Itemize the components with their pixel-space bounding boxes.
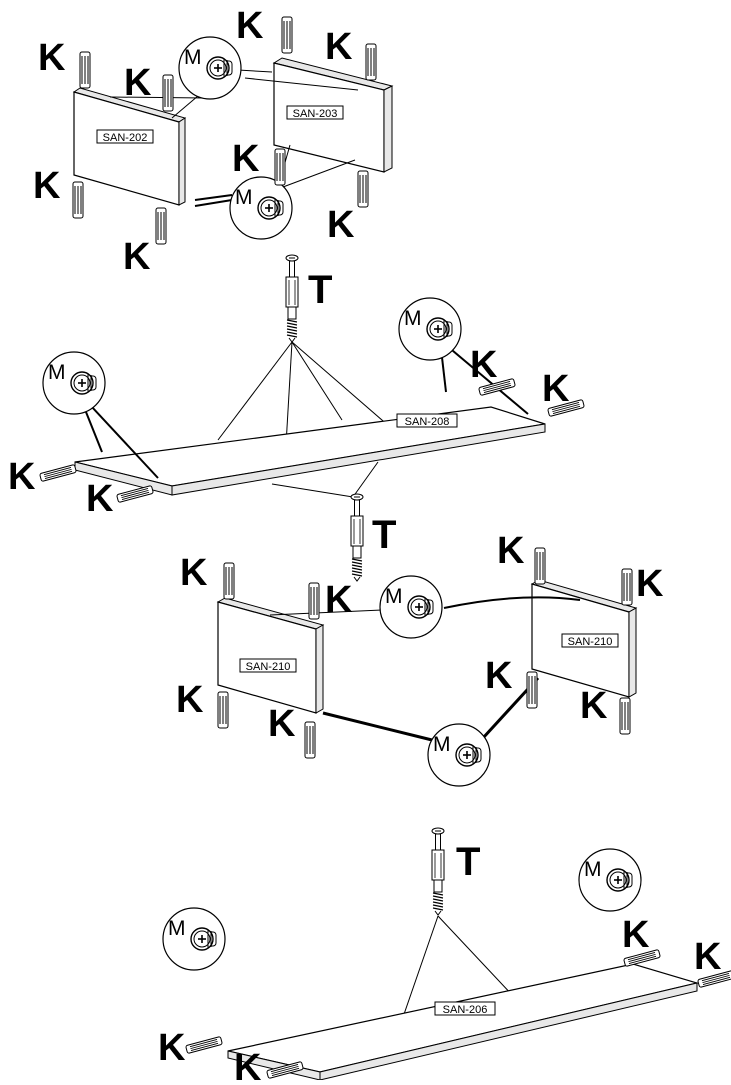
- svg-text:M: M: [584, 858, 602, 881]
- dowel-label: K: [124, 62, 152, 104]
- dowel-label: K: [542, 368, 570, 410]
- dowel-label: K: [622, 914, 650, 956]
- dowel-label: K: [268, 703, 296, 745]
- dowel-icon: [274, 148, 286, 186]
- dowel-icon: [304, 721, 316, 759]
- bolt-label: T: [372, 513, 396, 557]
- panel-san-206: SAN-206: [227, 963, 700, 1081]
- dowel-label: K: [325, 579, 353, 621]
- cam-lock-icon: M: [42, 351, 106, 415]
- dowel-label: K: [636, 563, 664, 605]
- cam-lock-icon: M: [427, 723, 491, 787]
- dowel-label: K: [38, 37, 66, 79]
- dowel-icon: [365, 43, 377, 81]
- cam-bolt-icon: [350, 493, 364, 582]
- dowel-label: K: [8, 456, 36, 498]
- dowel-label: K: [327, 204, 355, 246]
- dowel-label: K: [123, 236, 151, 278]
- dowel-label: K: [470, 344, 498, 386]
- dowel-icon: [79, 51, 91, 89]
- dowel-icon: [116, 484, 154, 504]
- dowel-icon: [155, 207, 167, 245]
- svg-text:M: M: [168, 917, 186, 940]
- dowel-label: K: [234, 1047, 262, 1080]
- dowel-icon: [281, 16, 293, 54]
- dowel-label: K: [485, 655, 513, 697]
- panel-san-202: SAN-202: [72, 87, 187, 206]
- svg-text:M: M: [385, 585, 403, 608]
- panel-label-san-208: SAN-208: [405, 416, 450, 428]
- dowel-label: K: [158, 1027, 186, 1069]
- cam-lock-icon: M: [379, 575, 443, 639]
- dowel-icon: [217, 691, 229, 729]
- dowel-icon: [619, 697, 631, 735]
- dowel-icon: [357, 170, 369, 208]
- cam-lock-icon: M: [162, 907, 226, 971]
- panel-label-san-210: SAN-210: [246, 661, 291, 673]
- panel-label-san-203: SAN-203: [293, 108, 338, 120]
- svg-text:M: M: [235, 186, 253, 209]
- dowel-icon: [621, 568, 633, 606]
- dowel-label: K: [180, 552, 208, 594]
- svg-text:M: M: [184, 46, 202, 69]
- cam-lock-icon: M: [578, 848, 642, 912]
- bolt-label: T: [308, 268, 332, 312]
- dowel-label: K: [33, 165, 61, 207]
- svg-text:M: M: [433, 733, 451, 756]
- panel-san-210-right: SAN-210: [530, 579, 638, 698]
- dowel-label: K: [232, 138, 260, 180]
- dowel-label: K: [86, 478, 114, 520]
- dowel-label: K: [497, 530, 525, 572]
- dowel-icon: [72, 181, 84, 219]
- dowel-label: K: [694, 936, 722, 978]
- panel-san-210-left: SAN-210: [216, 597, 325, 714]
- dowel-icon: [308, 582, 320, 620]
- cam-lock-icon: M: [398, 297, 462, 361]
- dowel-icon: [185, 1035, 223, 1055]
- bolt-label: T: [456, 840, 480, 884]
- dowel-icon: [223, 562, 235, 600]
- cam-bolt-icon: [285, 254, 299, 343]
- dowel-label: K: [176, 679, 204, 721]
- panel-san-208: SAN-208: [74, 406, 546, 496]
- panel-label-san-206: SAN-206: [443, 1004, 488, 1016]
- panel-label-san-210: SAN-210: [568, 636, 613, 648]
- svg-text:M: M: [48, 361, 66, 384]
- dowel-label: K: [325, 26, 353, 68]
- dowel-icon: [526, 671, 538, 709]
- dowel-label: K: [236, 5, 264, 47]
- dowel-label: K: [580, 685, 608, 727]
- dowel-icon: [534, 547, 546, 585]
- dowel-icon: [162, 74, 174, 112]
- cam-bolt-icon: [431, 827, 445, 916]
- cam-lock-icon: M: [229, 176, 293, 240]
- dowel-icon: [39, 463, 77, 483]
- svg-text:M: M: [404, 307, 422, 330]
- cam-lock-icon: M: [178, 36, 242, 100]
- panel-label-san-202: SAN-202: [103, 132, 148, 144]
